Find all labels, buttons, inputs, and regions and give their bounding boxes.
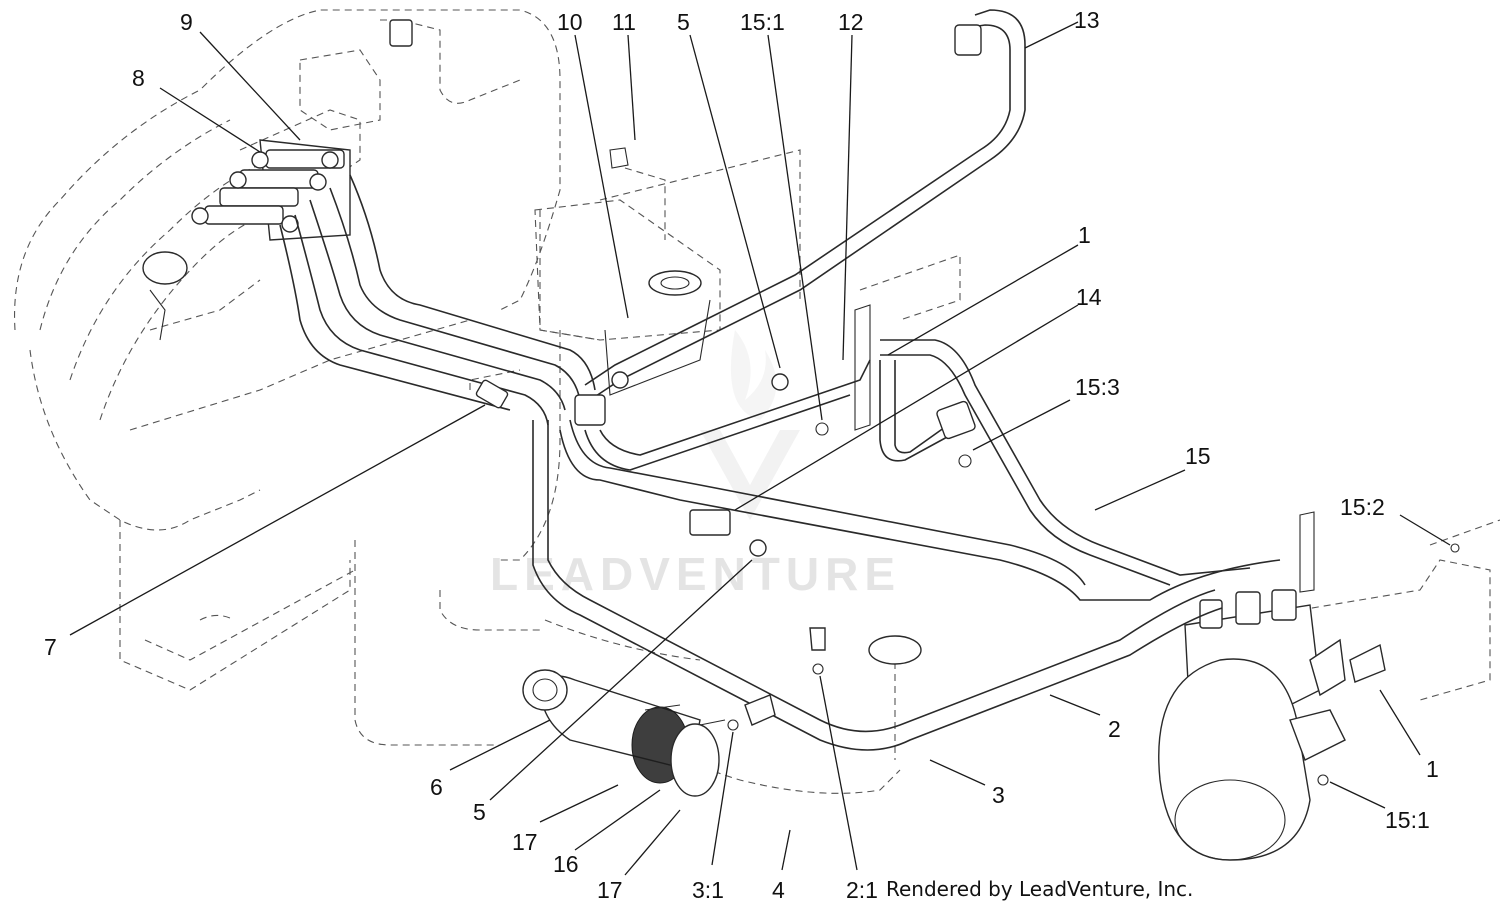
callout-15: 15 bbox=[1185, 443, 1211, 469]
callout-15-1-bottom: 15:1 bbox=[1385, 807, 1430, 833]
watermark: LEADVENTURE bbox=[490, 330, 901, 600]
hydraulic-lines bbox=[279, 9, 1281, 797]
callout-16: 16 bbox=[553, 851, 579, 877]
callout-10: 10 bbox=[557, 9, 583, 35]
callout-9: 9 bbox=[180, 9, 193, 35]
callout-15-3: 15:3 bbox=[1075, 374, 1120, 400]
callout-3: 3 bbox=[992, 782, 1005, 808]
callout-15-1-top: 15:1 bbox=[740, 9, 785, 35]
callout-5-bottom: 5 bbox=[473, 799, 486, 825]
watermark-text: LEADVENTURE bbox=[490, 548, 901, 600]
callout-1-top: 1 bbox=[1078, 222, 1091, 248]
callout-2-1: 2:1 bbox=[846, 877, 878, 903]
watermark-logo-icon bbox=[700, 330, 800, 520]
callout-4: 4 bbox=[772, 877, 785, 903]
callout-17-right: 17 bbox=[597, 877, 623, 903]
callout-8: 8 bbox=[132, 65, 145, 91]
tank-filler-neck bbox=[648, 270, 702, 296]
callout-13: 13 bbox=[1074, 7, 1100, 33]
leader-lines bbox=[69, 21, 1451, 876]
callout-3-1: 3:1 bbox=[692, 877, 724, 903]
callout-6: 6 bbox=[430, 774, 443, 800]
control-valve-bank bbox=[142, 139, 351, 341]
callout-11: 11 bbox=[612, 9, 636, 35]
hose-clamps bbox=[631, 704, 726, 797]
tube-nut bbox=[954, 24, 982, 56]
callout-labels: 9 8 10 11 5 15:1 12 13 1 14 15:3 15 15:2… bbox=[44, 7, 1439, 903]
callout-14: 14 bbox=[1076, 284, 1102, 310]
filter-assembly bbox=[1158, 511, 1460, 861]
callout-7: 7 bbox=[44, 634, 57, 660]
filler-cap bbox=[142, 251, 188, 285]
clamp bbox=[689, 509, 731, 536]
callout-2: 2 bbox=[1108, 716, 1121, 742]
callout-1-bottom: 1 bbox=[1426, 756, 1439, 782]
callout-15-2: 15:2 bbox=[1340, 494, 1385, 520]
callout-12: 12 bbox=[838, 9, 864, 35]
hydraulic-tank bbox=[534, 199, 721, 396]
callout-17-left: 17 bbox=[512, 829, 538, 855]
callout-5-top: 5 bbox=[677, 9, 690, 35]
render-credit: Rendered by LeadVenture, Inc. bbox=[886, 877, 1193, 901]
